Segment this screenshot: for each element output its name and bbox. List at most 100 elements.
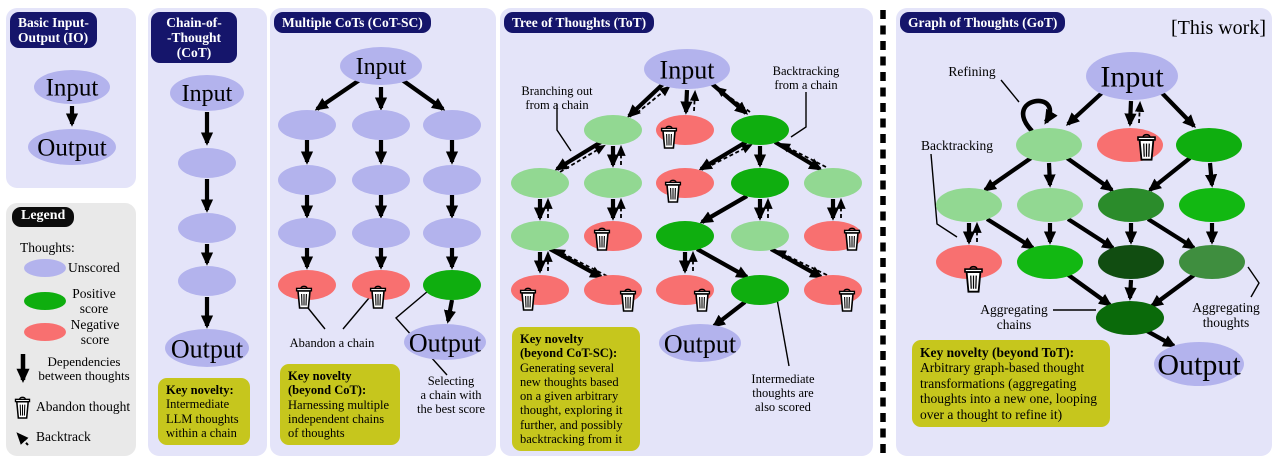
output-node	[28, 129, 116, 165]
input-node-label: Input	[46, 75, 99, 102]
input-node	[644, 49, 730, 89]
output-node-label: Output	[1157, 349, 1241, 382]
thought-node	[656, 168, 714, 198]
cot-note-body: Intermediate LLM thoughts within a chain	[166, 397, 239, 440]
thought-node	[656, 221, 714, 251]
thought-node	[731, 115, 789, 145]
backtracking-chain-label: Backtracking from a chain	[772, 64, 840, 92]
backtrack-arrow	[636, 85, 671, 114]
dependency-arrow	[1145, 329, 1177, 348]
input-node-label: Input	[1100, 61, 1164, 94]
thought-node	[804, 168, 862, 198]
output-node-label: Output	[664, 330, 737, 359]
thought-node	[178, 148, 236, 178]
annotation-line	[1247, 266, 1260, 298]
thought-node	[178, 213, 236, 243]
dependency-arrow	[699, 194, 749, 224]
thought-node	[936, 188, 1002, 222]
thought-node	[1179, 245, 1245, 279]
abandon-thought-icon	[1137, 133, 1156, 161]
backtrack-arrow	[559, 144, 606, 173]
output-node	[404, 324, 486, 360]
thought-node	[278, 270, 336, 300]
abandon-thought-icon	[664, 179, 682, 203]
abandon-thought-icon	[619, 288, 637, 312]
thought-node	[352, 165, 410, 195]
intermediate-scored-label: Intermediate thoughts are also scored	[751, 372, 815, 414]
dependency-arrow	[982, 156, 1033, 192]
output-node-label: Output	[409, 329, 482, 358]
abandon-thought-icon	[964, 265, 983, 293]
thought-node	[511, 275, 569, 305]
dependency-arrow	[1065, 156, 1115, 192]
dependency-arrow	[554, 140, 603, 171]
thought-node	[423, 165, 481, 195]
thought-node	[423, 218, 481, 248]
backtrack-label: Backtrack	[36, 429, 91, 444]
dependency-arrow	[769, 247, 824, 279]
positive-score-label: Positive score	[72, 286, 116, 316]
negative-score-ellipse	[24, 323, 66, 341]
header-cot: Chain-of- -Thought (CoT)	[151, 12, 237, 64]
thought-node	[1016, 128, 1082, 162]
thought-node	[278, 165, 336, 195]
annotation-line	[790, 92, 807, 138]
backtrack-arrow	[775, 250, 828, 276]
dependency-arrow	[1124, 279, 1137, 301]
backtrack-arrow	[705, 144, 753, 169]
thought-node	[278, 218, 336, 248]
input-node-label: Input	[182, 81, 233, 107]
annotation-line	[1000, 79, 1020, 103]
backtrack-arrow	[689, 89, 700, 112]
thought-node	[423, 270, 481, 300]
header-got: Graph of Thoughts (GoT)	[900, 12, 1066, 34]
abandon-thought-icon	[519, 287, 537, 311]
abandon-thought-icon	[295, 285, 313, 309]
thought-node	[352, 218, 410, 248]
thought-node	[423, 110, 481, 140]
dependency-arrow	[314, 75, 366, 111]
header-cot-sc: Multiple CoTs (CoT-SC)	[274, 12, 431, 34]
thought-node	[731, 275, 789, 305]
dependency-arrow	[1204, 162, 1218, 188]
dependency-arrow	[1124, 100, 1137, 127]
thought-node	[1017, 188, 1083, 222]
input-node	[340, 47, 422, 85]
cot-note: Key novelty:Intermediate LLM thoughts wi…	[158, 378, 250, 445]
dependency-arrow	[711, 300, 747, 328]
abandon-thought-icon	[14, 396, 31, 419]
dependency-arrow	[695, 247, 750, 279]
cotsc-note-title: Key novelty (beyond CoT):	[288, 369, 367, 398]
annotation-line	[556, 104, 572, 152]
backtrack-icon	[16, 432, 29, 446]
annotation-line	[930, 153, 958, 238]
thought-node	[278, 110, 336, 140]
input-node	[1086, 52, 1178, 100]
dependency-arrow	[1158, 89, 1196, 128]
abandon-thought-label: Abandon thought	[36, 399, 131, 414]
dependency-arrow	[1146, 217, 1197, 250]
dependency-arrow	[548, 247, 604, 279]
input-node-label: Input	[356, 54, 407, 80]
got-note: Key novelty (beyond ToT):Arbitrary graph…	[912, 340, 1110, 427]
dependency-arrow	[443, 299, 456, 324]
dependency-arrow	[1065, 272, 1113, 307]
input-node	[170, 75, 244, 111]
positive-score-ellipse	[24, 292, 66, 310]
got-note-title: Key novelty (beyond ToT):	[920, 345, 1075, 360]
header-tot: Tree of Thoughts (ToT)	[504, 12, 655, 34]
thought-node	[731, 168, 789, 198]
refining-label: Refining	[948, 64, 996, 79]
backtrack-arrow	[715, 86, 751, 113]
dependency-arrow	[1147, 156, 1192, 192]
annotation-line	[342, 297, 370, 330]
output-node-label: Output	[37, 135, 107, 162]
dependency-arrow-icon	[16, 354, 30, 383]
output-node	[659, 324, 741, 362]
output-node-label: Output	[171, 335, 244, 364]
output-node	[1154, 342, 1244, 386]
thought-node	[1098, 188, 1164, 222]
input-node	[34, 70, 110, 104]
thought-node	[1179, 188, 1245, 222]
abandon-thought-icon	[693, 288, 711, 312]
